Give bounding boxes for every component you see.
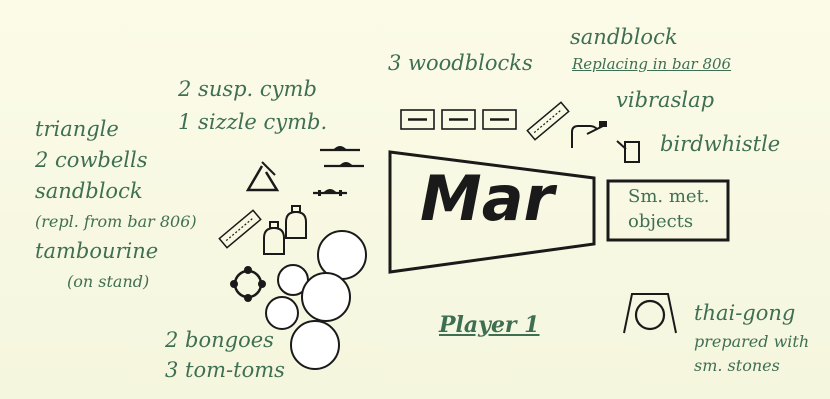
- player-label: Player 1: [439, 312, 540, 338]
- sizzle-cymbal-label: 1 sizzle cymb.: [178, 110, 328, 134]
- small-metal-objects-label-1: Sm. met.: [628, 186, 710, 207]
- thai-gong-icon: [623, 293, 677, 334]
- woodblocks-label: 3 woodblocks: [388, 51, 533, 75]
- birdwhistle-icon: [616, 140, 640, 163]
- small-stones-label: sm. stones: [694, 356, 780, 375]
- sandblock-icon-left: [218, 209, 262, 249]
- vibraslap-icon: [571, 121, 607, 148]
- tom-toms-label: 3 tom-toms: [165, 358, 285, 382]
- tambourine-icon: [230, 266, 266, 302]
- birdwhistle-label: birdwhistle: [660, 132, 781, 156]
- triangle-icon: [245, 161, 280, 192]
- small-metal-objects-box: [606, 179, 730, 242]
- cowbells-icon: [263, 205, 307, 255]
- triangle-label: triangle: [35, 117, 119, 141]
- sandblock-icon-right: [526, 101, 570, 141]
- tambourine-label: tambourine: [35, 239, 159, 263]
- repl-from-label: (repl. from bar 806): [35, 212, 197, 231]
- thai-gong-label: thai-gong: [694, 301, 796, 325]
- bongoes-label: 2 bongoes: [165, 328, 274, 352]
- woodblocks-icon: [400, 109, 517, 130]
- on-stand-label: (on stand): [67, 272, 150, 291]
- drums-icon: [265, 230, 367, 370]
- cymbals-icon: [313, 146, 364, 196]
- susp-cymbal-label: 2 susp. cymb: [178, 77, 317, 101]
- replacing-label: Replacing in bar 806: [572, 55, 732, 73]
- vibraslap-label: vibraslap: [616, 88, 715, 112]
- small-metal-objects-label-2: objects: [628, 211, 694, 232]
- sandblock-left-label: sandblock: [35, 179, 143, 203]
- marimba-label: Mar: [420, 162, 555, 235]
- marimba-shape: [388, 150, 596, 274]
- sandblock-top-label: sandblock: [570, 25, 678, 49]
- prepared-with-label: prepared with: [694, 332, 810, 351]
- cowbells-label: 2 cowbells: [35, 148, 148, 172]
